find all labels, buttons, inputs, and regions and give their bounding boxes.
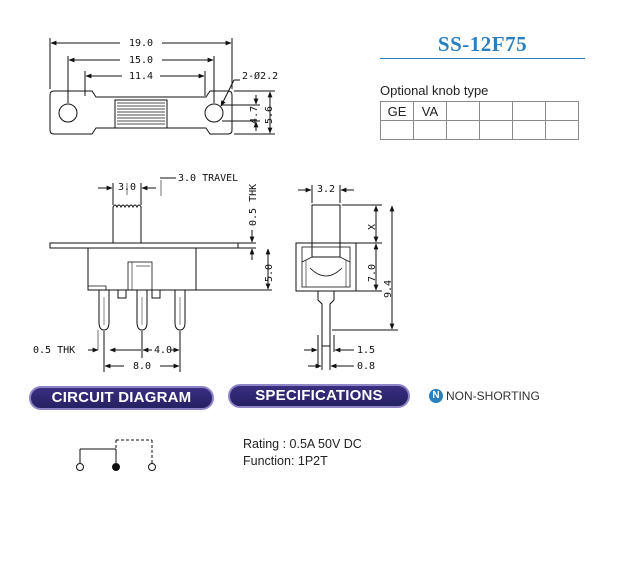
dim-15-0: 15.0 [129, 55, 153, 66]
dim-8-0: 8.0 [133, 361, 151, 372]
dim-pin-thk: 0.5 THK [33, 345, 75, 356]
knob-cell [479, 120, 513, 140]
part-number-title: SS-12F75 [437, 32, 528, 56]
knob-cell [446, 101, 480, 121]
dim-19-0: 19.0 [129, 38, 153, 49]
dim-3-2: 3.2 [317, 184, 335, 195]
dim-5-6: 5.6 [264, 106, 275, 124]
dim-9-4: 9.4 [383, 280, 394, 298]
dim-travel: 3.0 TRAVEL [178, 173, 238, 184]
dim-7-0: 7.0 [367, 264, 378, 282]
dim-4-0: 4.0 [154, 345, 172, 356]
knob-cell: GE [380, 101, 414, 121]
specifications-heading: SPECIFICATIONS [228, 384, 410, 408]
circuit-symbol [76, 439, 156, 471]
title-underline [380, 58, 585, 59]
non-shorting-icon: N [429, 389, 443, 403]
side-view [295, 185, 398, 370]
dim-11-4: 11.4 [129, 71, 153, 82]
spec-function: Function: 1P2T [243, 454, 328, 468]
dim-5-0: 5.0 [264, 264, 275, 282]
knob-cell [413, 120, 447, 140]
dim-0-5-thk: 0.5 THK [248, 184, 259, 226]
dim-0-8: 0.8 [357, 361, 375, 372]
knob-type-table: GE VA [380, 101, 579, 140]
dim-1-5: 1.5 [357, 345, 375, 356]
dim-3-0: 3.0 [118, 182, 136, 193]
front-view [49, 177, 272, 372]
top-view [49, 38, 275, 135]
knob-type-caption: Optional knob type [380, 83, 489, 98]
knob-cell [512, 120, 546, 140]
knob-cell [479, 101, 513, 121]
knob-cell [545, 120, 579, 140]
knob-cell [512, 101, 546, 121]
non-shorting-label: NON-SHORTING [446, 389, 540, 403]
dim-x: X [367, 224, 378, 230]
knob-cell [380, 120, 414, 140]
knob-cell [446, 120, 480, 140]
spec-rating: Rating : 0.5A 50V DC [243, 437, 362, 451]
circuit-diagram-heading: CIRCUIT DIAGRAM [29, 386, 214, 410]
knob-cell [545, 101, 579, 121]
knob-cell: VA [413, 101, 447, 121]
dim-hole: 2-Ø2.2 [242, 70, 278, 82]
dim-4-7: 4.7 [249, 106, 260, 124]
